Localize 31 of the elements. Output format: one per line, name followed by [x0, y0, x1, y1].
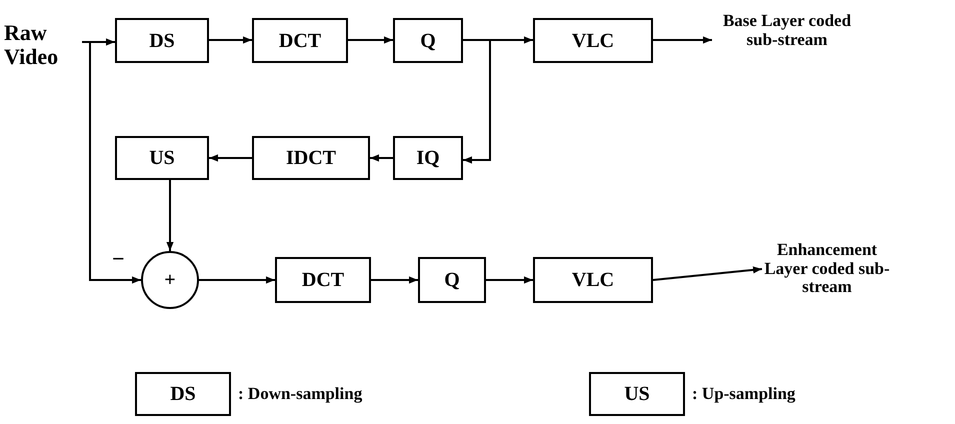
arrow [371, 276, 418, 284]
process-box: Q [418, 257, 486, 303]
output-label: Enhancement Layer coded sub-stream [763, 240, 891, 298]
arrow [652, 266, 762, 281]
process-box: VLC [533, 18, 653, 63]
legend-text: : Up-sampling [692, 384, 796, 404]
process-box: Q [393, 18, 463, 63]
arrow [486, 276, 533, 284]
process-box: IDCT [252, 136, 370, 180]
arrow [653, 36, 712, 44]
process-box: DCT [252, 18, 348, 63]
legend-text: : Down-sampling [238, 384, 362, 404]
process-box: VLC [533, 257, 653, 303]
sign-label: − [112, 246, 125, 272]
process-box: DS [115, 18, 209, 63]
arrow [209, 36, 252, 44]
arrow [209, 154, 252, 162]
process-box: DS [135, 372, 231, 416]
process-box: IQ [393, 136, 463, 180]
arrow [166, 180, 174, 251]
process-box: DCT [275, 257, 371, 303]
arrow [370, 154, 393, 162]
arrow [199, 276, 275, 284]
arrow [463, 39, 491, 164]
process-box: US [589, 372, 685, 416]
output-label: Base Layer coded sub-stream [722, 12, 852, 50]
arrow [82, 41, 141, 284]
summing-junction: + [141, 251, 199, 309]
process-box: US [115, 136, 209, 180]
arrow [348, 36, 393, 44]
input-label: Raw Video [4, 20, 60, 70]
